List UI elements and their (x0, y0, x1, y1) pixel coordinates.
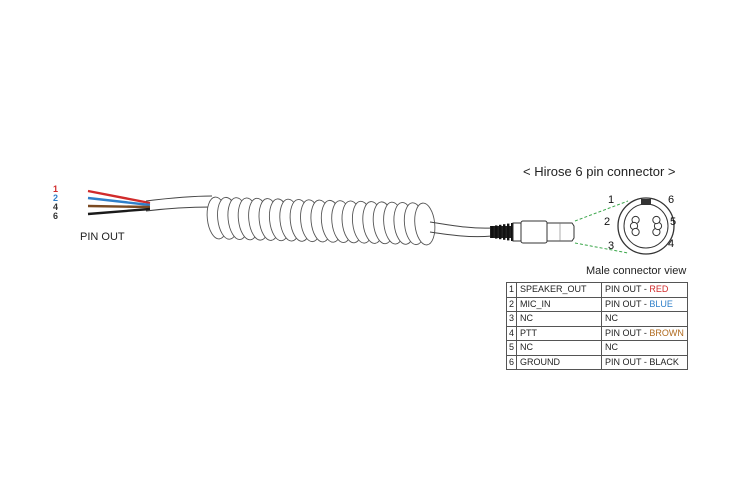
signal-cell: NC (516, 340, 603, 356)
cable-to-connector (429, 221, 493, 238)
wire-color-name: BLUE (649, 298, 673, 309)
wire-number-2: 2 (53, 193, 59, 203)
function-text: NC (605, 313, 619, 324)
function-text: PIN OUT - (605, 327, 650, 338)
connector-title: < Hirose 6 pin connector > (523, 164, 676, 179)
signal-cell: MIC_IN (516, 296, 603, 312)
wire-red (87, 189, 151, 205)
relief-ring (495, 225, 498, 239)
connector-view-caption: Male connector view (586, 265, 687, 277)
wire-brown (87, 204, 151, 209)
function-cell: PIN OUT - BROWN (601, 325, 688, 341)
function-text: PIN OUT - BLACK (605, 356, 679, 367)
function-cell: NC (601, 340, 688, 356)
connector-face (617, 197, 675, 255)
signal-cell: NC (516, 311, 603, 327)
signal-cell: GROUND (516, 354, 603, 370)
relief-ring (507, 223, 510, 241)
function-text: NC (605, 342, 619, 353)
pin-number-cell: 4 (505, 325, 518, 341)
coiled-cable (206, 196, 436, 246)
signal-cell: SPEAKER_OUT (516, 282, 603, 298)
pin-number-cell: 2 (505, 296, 518, 312)
wire-bundle (87, 189, 151, 216)
pin-number-cell: 5 (505, 340, 518, 356)
cable-sheath (145, 195, 213, 212)
relief-ring (511, 223, 514, 241)
pin-number-cell: 3 (505, 311, 518, 327)
pin-label-6: 6 (668, 194, 675, 206)
function-cell: NC (601, 311, 688, 327)
strain-relief (490, 223, 514, 241)
pin-number-cell: 1 (505, 282, 518, 298)
relief-ring (503, 224, 506, 240)
wire-number-6: 6 (53, 211, 59, 221)
pin-label-4: 4 (668, 238, 675, 250)
wire-black (87, 207, 151, 216)
connector-pin (652, 215, 661, 225)
hirose-plug (512, 220, 575, 244)
pin-number-cell: 6 (505, 354, 518, 370)
function-cell: PIN OUT - BLACK (601, 354, 688, 370)
connector-guide-lines (574, 200, 629, 254)
wire-number-4: 4 (53, 202, 59, 212)
wire-blue (87, 196, 151, 207)
relief-ring (491, 226, 494, 238)
function-cell: PIN OUT - RED (601, 282, 688, 298)
pin-label-2: 2 (604, 216, 611, 228)
signal-cell: PTT (516, 325, 603, 341)
wire-color-name: RED (649, 284, 669, 295)
function-cell: PIN OUT - BLUE (601, 296, 688, 312)
pinout-label: PIN OUT (80, 231, 125, 243)
function-text: PIN OUT - (605, 298, 650, 309)
function-text: PIN OUT - (605, 284, 650, 295)
pin-label-1: 1 (608, 194, 615, 206)
pin-label-5: 5 (670, 216, 677, 228)
relief-ring (499, 224, 502, 240)
connector-pin (631, 227, 640, 237)
wire-color-name: BROWN (649, 327, 684, 338)
pin-label-3: 3 (608, 240, 615, 252)
wire-number-1: 1 (53, 184, 59, 194)
